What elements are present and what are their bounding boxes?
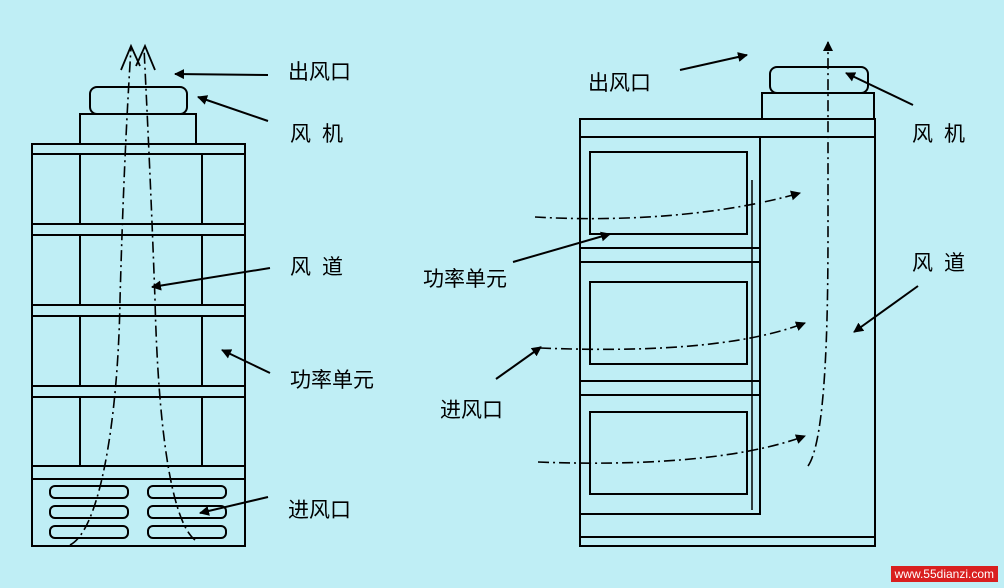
right-label-inlet: 进风口 [440, 398, 503, 422]
left-louver [49, 525, 129, 539]
left-fan-base [79, 113, 197, 145]
right-airflow-middle [539, 321, 806, 351]
left-leader-inlet [199, 496, 269, 516]
right-leader-inlet [495, 346, 542, 380]
right-cabinet-body [579, 136, 876, 547]
left-airflow [69, 47, 196, 546]
right-airflow-bottom [537, 434, 806, 464]
left-top-band [31, 143, 246, 155]
right-power-unit-3 [589, 411, 748, 495]
left-leaders [151, 69, 271, 516]
left-outlet-arrow-right [135, 43, 156, 71]
right-label-duct: 风道 [912, 251, 976, 275]
right-cabinet [579, 66, 876, 547]
left-louver [147, 485, 227, 499]
left-shelf-1 [31, 223, 246, 236]
left-louver [49, 505, 129, 519]
right-airflow-duct-rise [807, 41, 833, 467]
right-leader-outlet [679, 52, 748, 71]
left-shelf-3 [31, 385, 246, 398]
right-unit-frame [579, 136, 761, 515]
right-leaders [495, 52, 919, 380]
right-airflow [534, 41, 833, 467]
right-power-unit-2 [589, 281, 748, 365]
left-label-power-unit: 功率单元 [290, 368, 374, 392]
left-fan-housing [89, 86, 188, 115]
right-top-plate [579, 118, 876, 138]
right-label-outlet: 出风口 [588, 71, 651, 95]
left-label-inlet: 进风口 [288, 498, 351, 522]
watermark: www.55dianzi.com [890, 566, 998, 582]
left-leader-fan [197, 95, 269, 122]
right-power-unit-1 [589, 151, 748, 235]
right-label-fan: 风机 [912, 122, 976, 146]
right-fan-base [761, 92, 875, 120]
left-louver [147, 505, 227, 519]
left-leader-power-unit [221, 349, 271, 374]
left-shelf-4 [31, 465, 246, 480]
left-outlet-arrowheads [120, 43, 156, 71]
right-leader-fan [845, 72, 914, 106]
left-airflow-curve-inner [143, 47, 196, 541]
right-label-power-unit: 功率单元 [423, 267, 507, 291]
right-airflow-top [534, 190, 801, 220]
left-louver [49, 485, 129, 499]
left-leader-duct [151, 267, 271, 291]
left-airflow-curve-outer [69, 47, 132, 546]
right-fan-housing [769, 66, 869, 94]
left-outlet-arrow-left [120, 43, 141, 71]
right-leader-power-unit [512, 231, 611, 263]
left-label-duct: 风道 [290, 255, 354, 279]
left-louver [147, 525, 227, 539]
left-cabinet [31, 86, 246, 547]
left-leader-outlet [174, 69, 269, 80]
left-label-fan: 风机 [290, 122, 354, 146]
right-leader-duct [853, 285, 919, 333]
left-shelf-2 [31, 304, 246, 317]
left-label-outlet: 出风口 [288, 60, 351, 84]
